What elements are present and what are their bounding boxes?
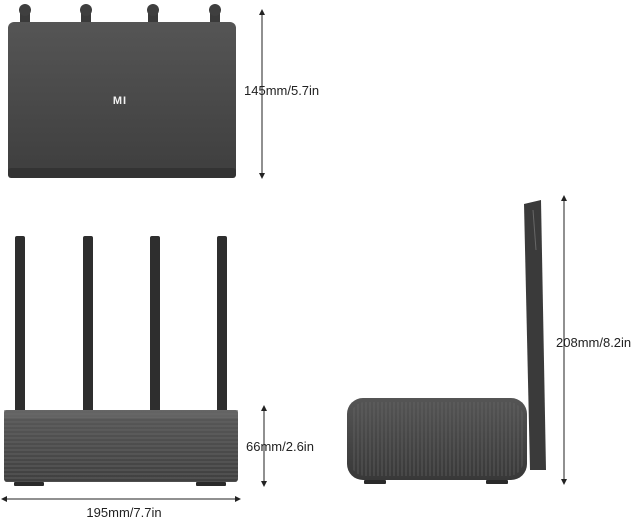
top-height-dimension-label: 145mm/5.7in: [244, 83, 319, 98]
mi-logo-text: MI: [113, 95, 127, 107]
front-width-dimension-label: 195mm/7.7in: [86, 505, 161, 520]
front-antenna: [83, 236, 93, 414]
front-foot: [196, 482, 226, 486]
front-view: 66mm/2.6in 195mm/7.7in: [1, 236, 314, 520]
front-foot: [14, 482, 44, 486]
side-height-dimension-label: 208mm/8.2in: [556, 335, 631, 350]
side-view: 208mm/8.2in: [347, 195, 631, 485]
side-antenna: [524, 200, 546, 470]
front-height-dimension-label: 66mm/2.6in: [246, 439, 314, 454]
front-antenna: [217, 236, 227, 414]
side-foot: [486, 480, 508, 484]
front-antenna: [150, 236, 160, 414]
side-foot: [364, 480, 386, 484]
front-antenna: [15, 236, 25, 414]
top-view: MI 145mm/5.7in: [8, 4, 319, 179]
router-top-body: [8, 22, 236, 178]
